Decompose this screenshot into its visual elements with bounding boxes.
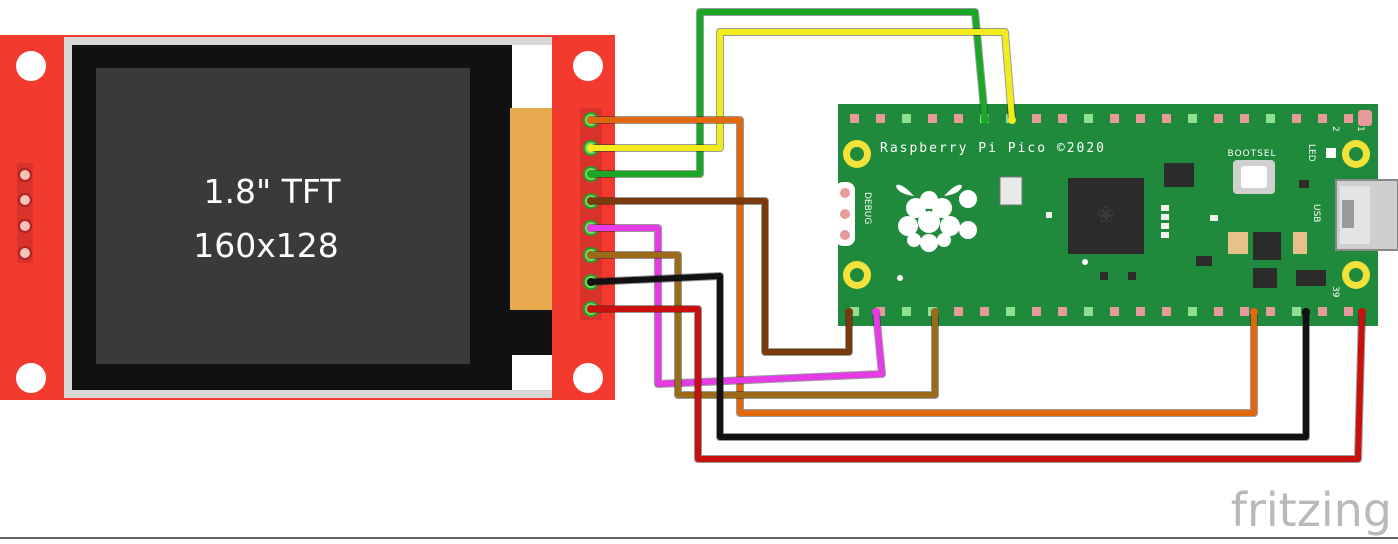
wire-black[interactable] xyxy=(587,272,1310,441)
flex-cable xyxy=(510,108,552,310)
wire-endpoint[interactable] xyxy=(587,251,595,259)
wire-endpoint[interactable] xyxy=(981,116,989,124)
wire-endpoint[interactable] xyxy=(1358,308,1366,316)
svg-text:❀: ❀ xyxy=(1097,203,1115,228)
led-indicator xyxy=(1326,148,1336,158)
wire-endpoint[interactable] xyxy=(587,116,595,124)
mounting-hole-icon xyxy=(573,363,603,393)
wire-orange[interactable] xyxy=(587,116,1258,417)
display-screen xyxy=(96,68,470,364)
wire-endpoint[interactable] xyxy=(587,170,595,178)
mounting-hole-icon xyxy=(573,51,603,81)
wires xyxy=(587,8,1366,463)
component xyxy=(999,176,1023,206)
raspberry-pi-pico: DEBUG Raspberry Pi Pico ©2020 ❀ BOOTSEL xyxy=(835,104,1398,326)
sd-card-pads xyxy=(17,163,33,263)
fritzing-watermark: fritzing xyxy=(1231,483,1392,537)
wire-endpoint[interactable] xyxy=(931,308,939,316)
wire-endpoint[interactable] xyxy=(587,278,595,286)
display-title: 1.8" TFT xyxy=(204,172,342,211)
wire-endpoint[interactable] xyxy=(587,224,595,232)
pin-1-label: 1 xyxy=(1355,126,1365,132)
wire-endpoint[interactable] xyxy=(1302,308,1310,316)
wire-endpoint[interactable] xyxy=(587,144,595,152)
rp2040-chip xyxy=(1068,178,1144,254)
pin-2-label: 2 xyxy=(1330,126,1340,132)
wire-brown[interactable] xyxy=(587,197,853,356)
raspberry-pi-logo-icon xyxy=(896,184,962,252)
wire-yellow[interactable] xyxy=(587,28,1016,152)
wire-magenta[interactable] xyxy=(587,224,886,388)
wire-endpoint[interactable] xyxy=(587,305,595,313)
pin-39-label: 39 xyxy=(1330,286,1340,298)
wire-endpoint[interactable] xyxy=(587,197,595,205)
wire-green[interactable] xyxy=(587,8,989,178)
tft-header-pins xyxy=(580,108,602,320)
display-resolution: 160x128 xyxy=(193,226,339,265)
pico-title: Raspberry Pi Pico ©2020 xyxy=(880,141,1106,156)
mounting-hole-icon xyxy=(16,363,46,393)
wire-endpoint[interactable] xyxy=(1008,116,1016,124)
pico-bottom-pins xyxy=(850,307,1353,316)
wire-endpoint[interactable] xyxy=(872,308,880,316)
usb-label: USB xyxy=(1311,204,1321,222)
led-label: LED xyxy=(1306,144,1316,162)
wire-olive[interactable] xyxy=(587,251,939,399)
wire-red[interactable] xyxy=(587,305,1366,463)
mounting-hole-icon xyxy=(16,51,46,81)
usb-connector[interactable] xyxy=(1335,179,1398,251)
bootsel-label: BOOTSEL xyxy=(1227,149,1276,159)
wire-endpoint[interactable] xyxy=(845,308,853,316)
debug-label: DEBUG xyxy=(862,192,872,224)
wire-endpoint[interactable] xyxy=(1250,308,1258,316)
debug-pads xyxy=(835,182,855,246)
tft-display-module: 1.8" TFT 160x128 xyxy=(0,35,615,400)
